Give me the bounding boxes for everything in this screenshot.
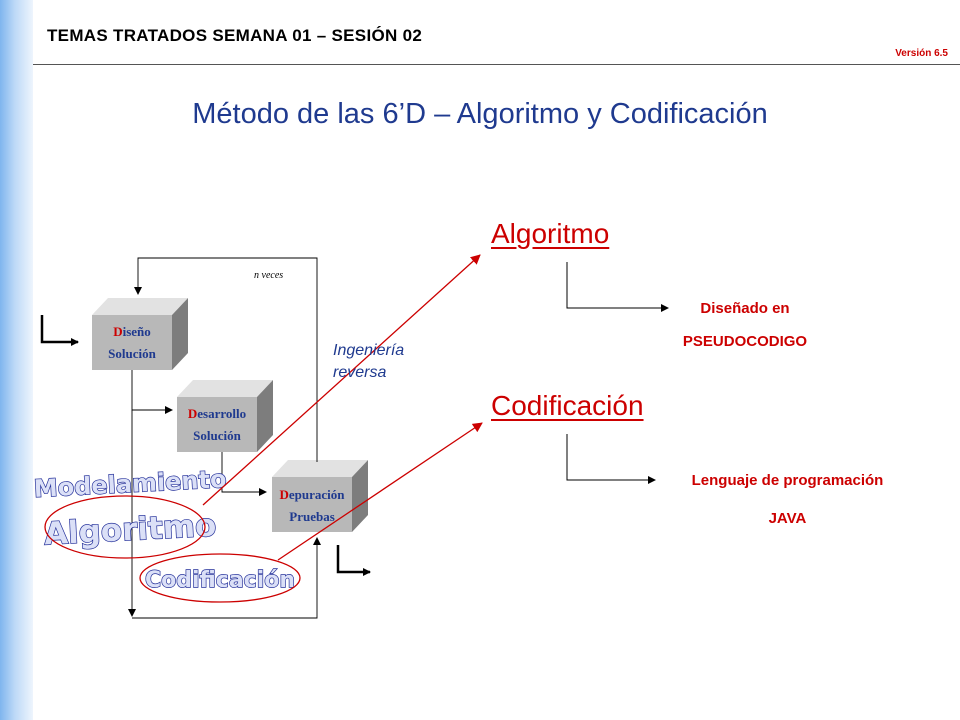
sidebar-gradient xyxy=(0,0,33,720)
red-arrow-to-codificacion xyxy=(277,422,483,561)
box-diseno: Diseño Solución xyxy=(92,298,188,370)
depuracion-rest: epuración xyxy=(289,487,345,502)
connector-algoritmo xyxy=(566,262,669,312)
box-depuracion: Depuración Pruebas xyxy=(272,460,368,532)
header-divider xyxy=(33,64,960,65)
reverse-label-line1: Ingeniería xyxy=(333,342,405,359)
exit-arrow xyxy=(336,545,371,576)
svg-text:Desarrollo: Desarrollo xyxy=(188,406,246,421)
algoritmo-heading: Algoritmo xyxy=(491,218,610,249)
reverse-label-line2: reversa xyxy=(333,364,387,381)
version-label: Versión 6.5 xyxy=(895,48,948,59)
wordart-modelamiento: Modelamiento xyxy=(33,465,227,503)
codificacion-line2: JAVA xyxy=(768,510,807,527)
reverse-engineering-label: Ingeniería reversa xyxy=(333,340,404,384)
slide-title: Método de las 6’D – Algoritmo y Codifica… xyxy=(192,98,768,130)
depuracion-initial: D xyxy=(279,487,288,502)
codificacion-line1: Lenguaje de programación xyxy=(691,472,884,489)
diseno-line2: Solución xyxy=(108,346,156,361)
desarrollo-rest: esarrollo xyxy=(197,406,246,421)
diseno-rest: iseño xyxy=(123,324,151,339)
svg-text:Diseño: Diseño xyxy=(113,324,151,339)
entry-arrow xyxy=(40,315,79,346)
wordart-algoritmo: Algoritmo xyxy=(43,508,217,553)
red-arrow-to-algoritmo xyxy=(202,254,481,506)
ellipse-algoritmo xyxy=(44,495,206,559)
desarrollo-line2: Solución xyxy=(193,428,241,443)
codificacion-heading: Codificación xyxy=(491,390,644,421)
header-title: TEMAS TRATADOS SEMANA 01 – SESIÓN 02 xyxy=(47,26,423,45)
box-desarrollo: Desarrollo Solución xyxy=(177,380,273,452)
algoritmo-line2: PSEUDOCODIGO xyxy=(682,333,808,350)
svg-text:Depuración: Depuración xyxy=(279,487,345,502)
depuracion-line2: Pruebas xyxy=(289,509,335,524)
algoritmo-line1: Diseñado en xyxy=(700,300,790,317)
loop-label: n veces xyxy=(254,270,283,281)
ellipse-codificacion xyxy=(139,553,301,603)
connector-codificacion xyxy=(566,434,656,484)
desarrollo-initial: D xyxy=(188,406,197,421)
diseno-initial: D xyxy=(113,324,122,339)
flow-connectors xyxy=(128,257,321,619)
wordart-codificacion: Codificación xyxy=(145,568,295,593)
